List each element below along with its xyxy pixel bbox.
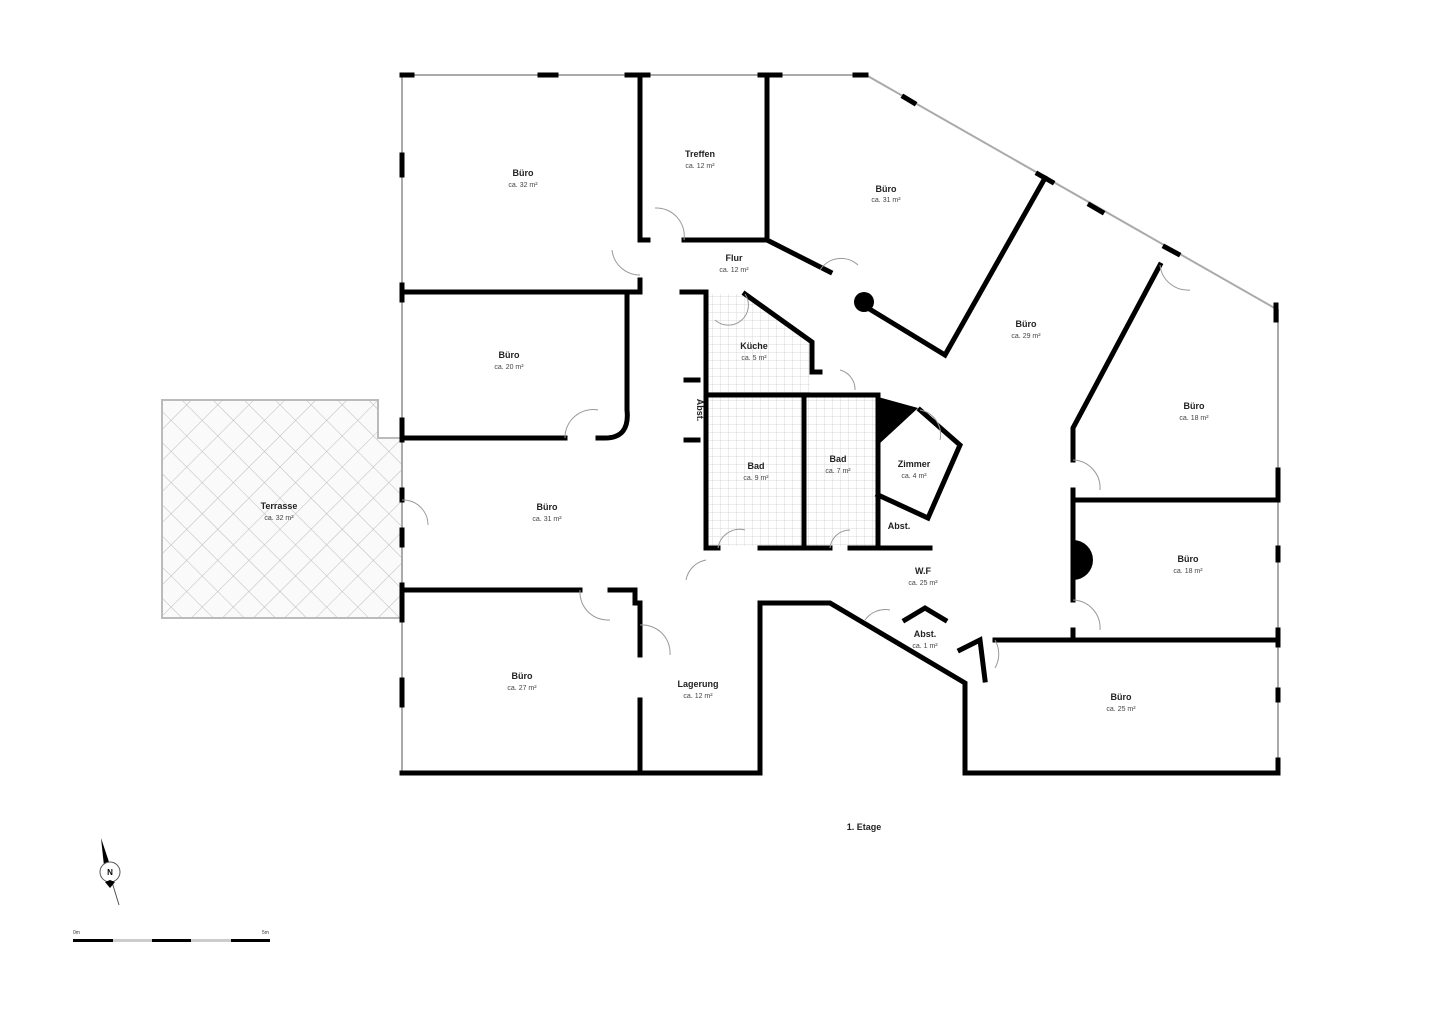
svg-text:Büro: Büro <box>1184 401 1205 411</box>
svg-text:Büro: Büro <box>1178 554 1199 564</box>
room-label-buero-25: Büro ca. 25 m² <box>1106 692 1136 713</box>
interior-walls <box>399 72 1281 776</box>
svg-text:Bad: Bad <box>747 461 764 471</box>
room-label-buero-27: Büro ca. 27 m² <box>507 671 537 692</box>
floor-label: 1. Etage <box>847 822 882 832</box>
svg-text:ca. 18 m²: ca. 18 m² <box>1179 415 1209 422</box>
shaft <box>878 397 918 445</box>
svg-text:ca. 29 m²: ca. 29 m² <box>1011 333 1041 340</box>
svg-text:Büro: Büro <box>512 671 533 681</box>
svg-text:Büro: Büro <box>499 350 520 360</box>
svg-text:ca. 25 m²: ca. 25 m² <box>908 580 938 587</box>
svg-text:ca. 31 m²: ca. 31 m² <box>871 197 901 204</box>
room-label-buero-18-upper: Büro ca. 18 m² <box>1179 401 1209 422</box>
room-label-buero-31-top: Büro ca. 31 m² <box>871 184 901 204</box>
svg-text:W.F: W.F <box>915 566 931 576</box>
room-label-buero-18-lower: Büro ca. 18 m² <box>1173 554 1203 575</box>
svg-text:ca. 18 m²: ca. 18 m² <box>1173 568 1203 575</box>
svg-text:Abst.: Abst. <box>888 521 911 531</box>
svg-text:0m: 0m <box>73 930 80 936</box>
room-label-flur: Flur ca. 12 m² <box>719 253 749 274</box>
svg-text:ca. 4 m²: ca. 4 m² <box>901 473 927 480</box>
svg-text:ca. 20 m²: ca. 20 m² <box>494 364 524 371</box>
svg-text:Terrasse: Terrasse <box>261 501 298 511</box>
room-label-buero-32: Büro ca. 32 m² <box>508 168 538 189</box>
room-label-bad-9: Bad ca. 9 m² <box>743 461 769 482</box>
svg-text:ca. 27 m²: ca. 27 m² <box>507 685 537 692</box>
svg-text:ca. 31 m²: ca. 31 m² <box>532 516 562 523</box>
svg-text:Zimmer: Zimmer <box>898 459 931 469</box>
svg-text:ca. 12 m²: ca. 12 m² <box>719 267 749 274</box>
room-label-buero-31: Büro ca. 31 m² <box>532 502 562 523</box>
room-label-abst-vertical: Abst. <box>695 399 705 422</box>
svg-text:Küche: Küche <box>740 341 768 351</box>
doors[interactable] <box>401 207 1191 669</box>
column <box>854 292 874 312</box>
svg-text:Büro: Büro <box>537 502 558 512</box>
room-label-wf: W.F ca. 25 m² <box>908 566 938 587</box>
svg-text:ca. 32 m²: ca. 32 m² <box>508 182 538 189</box>
svg-text:ca. 12 m²: ca. 12 m² <box>685 163 715 170</box>
svg-text:Lagerung: Lagerung <box>677 679 718 689</box>
svg-text:ca. 5 m²: ca. 5 m² <box>741 355 767 362</box>
svg-text:Abst.: Abst. <box>695 399 705 422</box>
room-label-terrasse: Terrasse ca. 32 m² <box>261 501 298 522</box>
svg-text:ca. 32 m²: ca. 32 m² <box>264 515 294 522</box>
scale-bar: 0m 5m <box>73 930 270 942</box>
svg-text:N: N <box>107 868 113 877</box>
svg-text:ca. 25 m²: ca. 25 m² <box>1106 706 1136 713</box>
room-label-abst-1: Abst. ca. 1 m² <box>912 629 938 650</box>
svg-text:Büro: Büro <box>1016 319 1037 329</box>
svg-text:Abst.: Abst. <box>914 629 937 639</box>
room-label-kueche: Küche ca. 5 m² <box>740 341 768 362</box>
room-label-buero-29: Büro ca. 29 m² <box>1011 319 1041 340</box>
room-label-zimmer: Zimmer ca. 4 m² <box>898 459 931 480</box>
svg-text:Büro: Büro <box>876 184 897 194</box>
north-arrow-icon: N <box>99 838 121 906</box>
svg-text:Flur: Flur <box>726 253 743 263</box>
svg-text:ca. 12 m²: ca. 12 m² <box>683 693 713 700</box>
room-label-treffen: Treffen ca. 12 m² <box>685 149 715 170</box>
tiled-floors <box>708 294 876 546</box>
svg-text:ca. 1 m²: ca. 1 m² <box>912 643 938 650</box>
room-label-abst: Abst. <box>888 521 911 531</box>
svg-text:5m: 5m <box>262 930 269 936</box>
svg-text:Bad: Bad <box>829 454 846 464</box>
svg-text:ca. 9 m²: ca. 9 m² <box>743 475 769 482</box>
half-column <box>1073 540 1093 580</box>
svg-text:Büro: Büro <box>1111 692 1132 702</box>
svg-text:Büro: Büro <box>513 168 534 178</box>
room-label-bad-7: Bad ca. 7 m² <box>825 454 851 475</box>
svg-text:Treffen: Treffen <box>685 149 715 159</box>
room-label-buero-20: Büro ca. 20 m² <box>494 350 524 371</box>
svg-text:ca. 7 m²: ca. 7 m² <box>825 468 851 475</box>
room-label-lagerung: Lagerung ca. 12 m² <box>677 679 718 700</box>
